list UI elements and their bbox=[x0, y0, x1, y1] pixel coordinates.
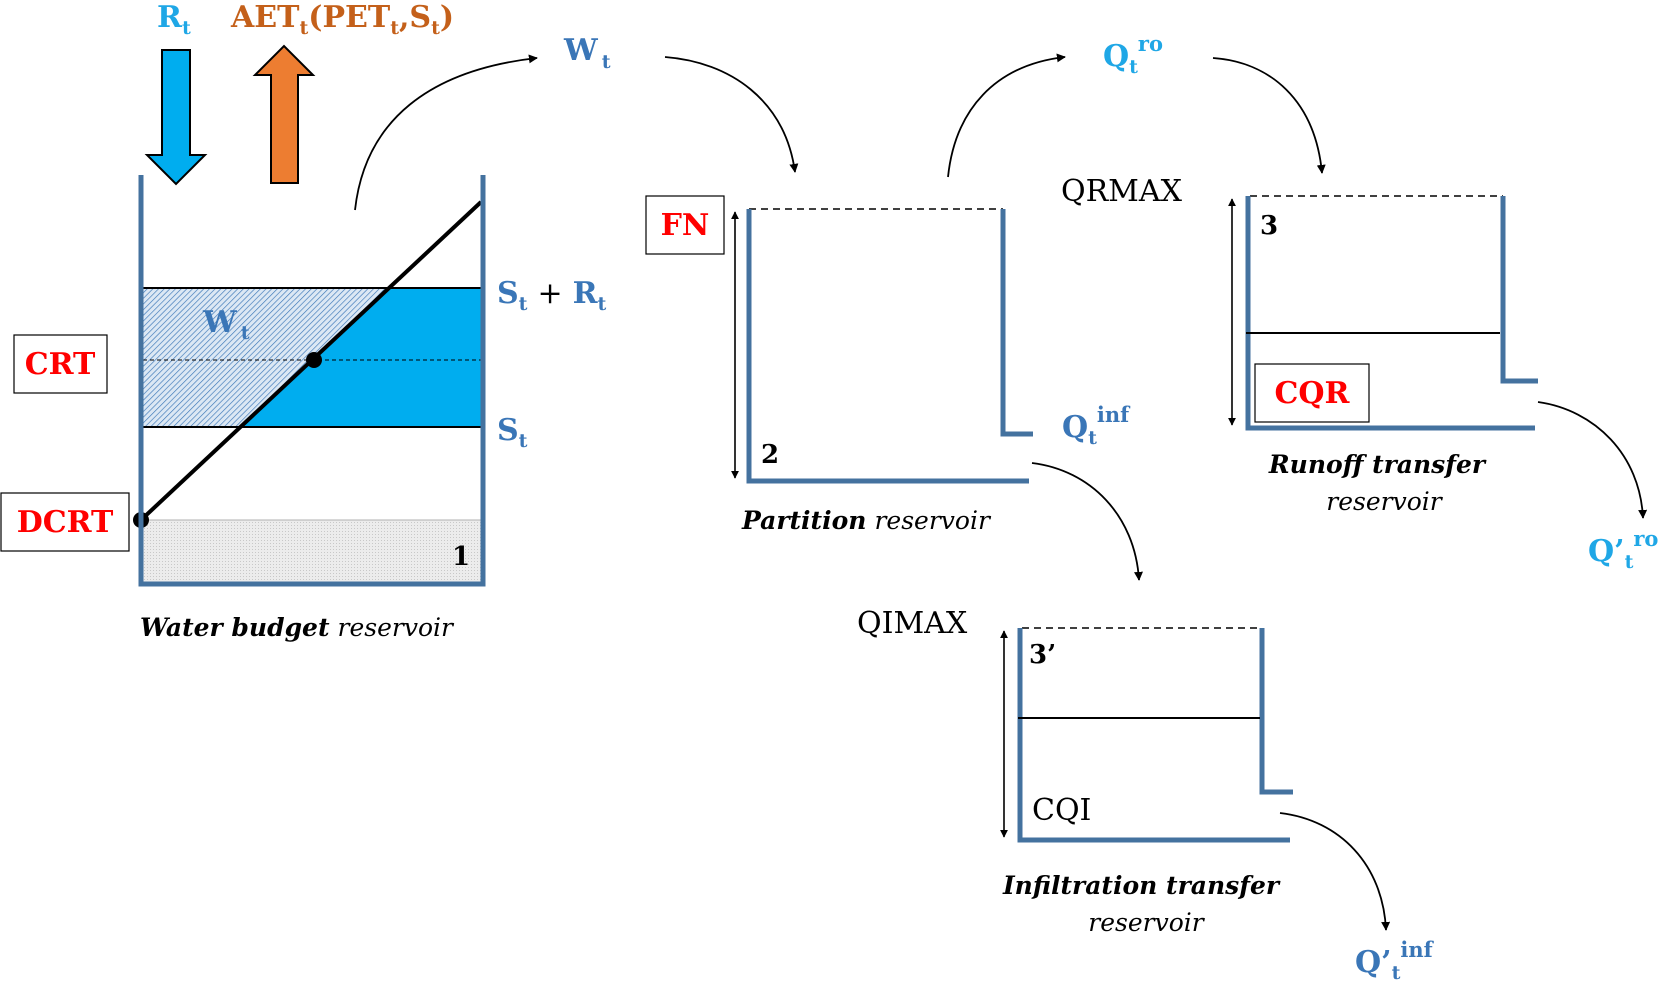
aet-output: AETt(PETt,St) bbox=[230, 0, 454, 184]
arrow-infiltration-out bbox=[1279, 812, 1391, 931]
infiltration-caption-sub: reservoir bbox=[1088, 908, 1205, 937]
dcrt-param-box: DCRT bbox=[0, 492, 130, 552]
arrow-to-wt bbox=[354, 54, 538, 211]
wt-hatched-area bbox=[143, 288, 388, 427]
crt-point bbox=[306, 352, 322, 368]
infiltration-walls bbox=[1017, 628, 1290, 843]
runoff-caption-sub: reservoir bbox=[1326, 487, 1443, 516]
arrow-runoff-out bbox=[1537, 401, 1648, 519]
partition-outflow-label: Qtinf bbox=[1062, 402, 1131, 449]
infiltration-transfer-reservoir: QIMAX 3’ CQI Infiltration transfer reser… bbox=[857, 606, 1435, 982]
cqr-label: CQR bbox=[1275, 376, 1351, 411]
aet-label: AETt(PETt,St) bbox=[230, 0, 454, 39]
level-st-plus-rt: St+Rt bbox=[497, 276, 607, 315]
qimax-label: QIMAX bbox=[857, 606, 968, 641]
flux-qro-label: Qtro bbox=[1103, 31, 1163, 78]
partition-walls bbox=[746, 209, 1029, 484]
partition-outlet bbox=[1000, 209, 1033, 437]
aet-arrow-icon bbox=[252, 44, 316, 184]
reservoir-walls bbox=[138, 175, 486, 587]
infiltration-outflow-label: Q’tinf bbox=[1355, 937, 1435, 982]
infiltration-caption-title: Infiltration transfer bbox=[1002, 871, 1281, 900]
runoff-outlet bbox=[1500, 196, 1538, 384]
runoff-outflow-label: Q’tro bbox=[1588, 526, 1658, 573]
infiltration-outlet bbox=[1259, 628, 1293, 795]
qrmax-label: QRMAX bbox=[1061, 174, 1183, 209]
cqi-label: CQI bbox=[1032, 793, 1091, 828]
residual-storage-fill bbox=[143, 520, 481, 583]
runoff-walls bbox=[1245, 196, 1535, 431]
crt-label: CRT bbox=[25, 347, 96, 382]
arrow-wt-to-partition bbox=[664, 56, 799, 173]
arrow-qro-to-runoff bbox=[1212, 57, 1326, 174]
runoff-transfer-reservoir: QRMAX 3 CQR Runoff transfer reservoir Q’… bbox=[1061, 174, 1658, 573]
rain-input: Rt bbox=[144, 0, 208, 186]
arrow-partition-to-qro bbox=[947, 53, 1066, 178]
cqr-param-box: CQR bbox=[1254, 363, 1370, 423]
fn-param-box: FN bbox=[645, 195, 725, 255]
crt-param-box: CRT bbox=[13, 334, 108, 394]
arrow-partition-to-infiltration bbox=[1031, 462, 1143, 581]
runoff-caption-title: Runoff transfer bbox=[1268, 450, 1487, 479]
dcrt-label: DCRT bbox=[17, 505, 114, 540]
rain-arrow-icon bbox=[144, 49, 208, 186]
reservoir-number: 1 bbox=[452, 542, 470, 572]
rain-label: Rt bbox=[157, 0, 191, 39]
reservoir-number: 3’ bbox=[1029, 640, 1056, 670]
fn-label: FN bbox=[661, 208, 710, 243]
level-st: St bbox=[497, 413, 528, 452]
reservoir-number: 3 bbox=[1260, 211, 1278, 241]
reservoir-number: 2 bbox=[761, 440, 779, 470]
